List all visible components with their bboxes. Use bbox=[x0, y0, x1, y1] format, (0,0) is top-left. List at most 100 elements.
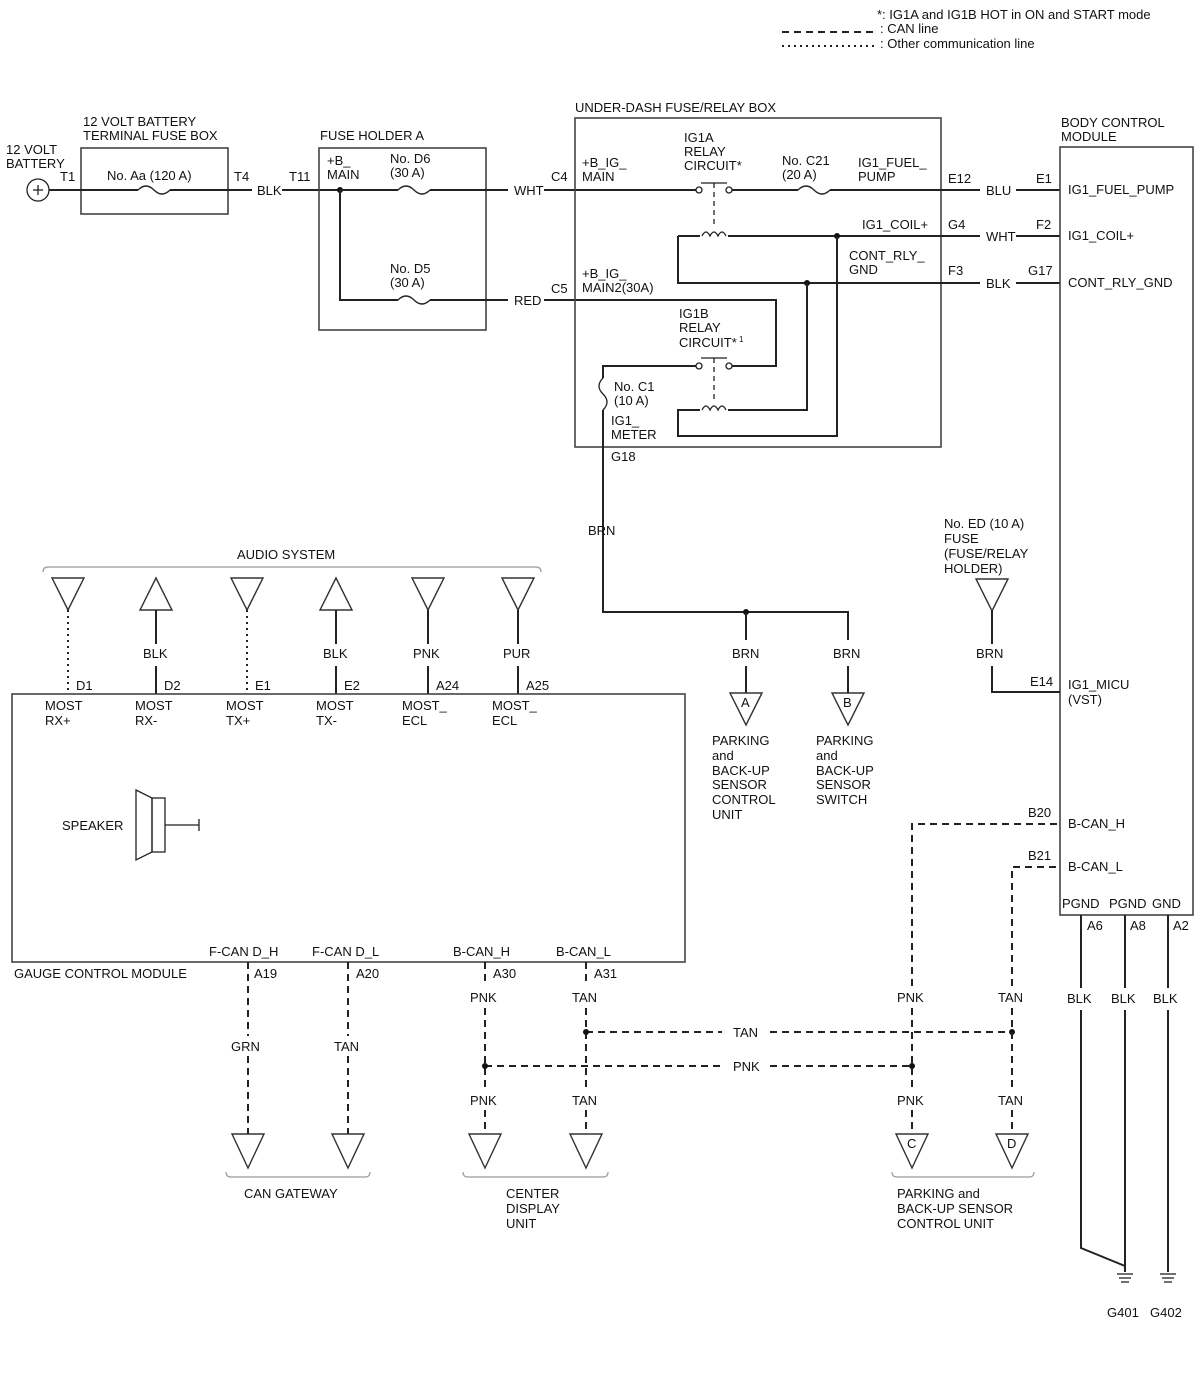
gcm-pin-d1: D1 bbox=[76, 678, 93, 693]
udb-rly-1: CONT_RLY_ bbox=[849, 248, 925, 263]
fuse-ed-connector-icon bbox=[974, 578, 1010, 613]
wire-blu: BLU bbox=[986, 183, 1011, 198]
battery-label-1: 12 VOLT bbox=[6, 142, 57, 157]
ground-g401-icon bbox=[1117, 1273, 1133, 1283]
bcm-gnd-label-1: PGND bbox=[1062, 896, 1100, 911]
wire-brn-ed: BRN bbox=[976, 646, 1003, 661]
fha-bus-2: MAIN bbox=[327, 167, 360, 182]
ground-g401-label: G401 bbox=[1107, 1305, 1139, 1320]
svg-text:MOST: MOST bbox=[135, 698, 173, 713]
svg-text:and: and bbox=[712, 748, 734, 763]
relay-b-1: IG1B bbox=[679, 306, 709, 321]
udb-meter-1: IG1_ bbox=[611, 413, 640, 428]
speaker-icon bbox=[135, 788, 200, 862]
fuse-d6-icon bbox=[397, 185, 431, 195]
wire-pnk-a30: PNK bbox=[470, 990, 497, 1005]
wire-tan-d: TAN bbox=[998, 1093, 1023, 1108]
body-control-module: BODY CONTROL MODULE E1 IG1_FUEL_PUMP F2 … bbox=[1028, 115, 1194, 1320]
bcm-sig-b21: B-CAN_L bbox=[1068, 859, 1123, 874]
connector-a-icon bbox=[728, 692, 764, 727]
bcm-pin-b21: B21 bbox=[1028, 848, 1051, 863]
svg-text:RX-: RX- bbox=[135, 713, 157, 728]
bcm-sig-b20: B-CAN_H bbox=[1068, 816, 1125, 831]
wire-pnk-a24: PNK bbox=[413, 646, 440, 661]
udb-fuel-2: PUMP bbox=[858, 169, 896, 184]
relay-a-2: RELAY bbox=[684, 144, 726, 159]
relay-a-icon bbox=[695, 182, 733, 238]
bcm-sig-e14-2: (VST) bbox=[1068, 692, 1102, 707]
bcm-gnd-label-3: GND bbox=[1152, 896, 1181, 911]
wire-brn-a: BRN bbox=[732, 646, 759, 661]
fuse-c21-1: No. C21 bbox=[782, 153, 830, 168]
audio-connector-d1 bbox=[50, 577, 86, 612]
wire-blk-f3: BLK bbox=[986, 276, 1011, 291]
tfb-title-1: 12 VOLT BATTERY bbox=[83, 114, 197, 129]
wire-blk-a6: BLK bbox=[1067, 991, 1092, 1006]
audio-connector-e1 bbox=[229, 577, 265, 612]
svg-text:SWITCH: SWITCH bbox=[816, 792, 867, 807]
udb-title: UNDER-DASH FUSE/RELAY BOX bbox=[575, 100, 776, 115]
parking-switch-label: PARKING and BACK-UP SENSOR SWITCH bbox=[816, 733, 874, 807]
fha-pin-t11: T11 bbox=[289, 169, 310, 184]
udb-pin-g4: G4 bbox=[948, 217, 965, 232]
terminal-fuse-box: 12 VOLT BATTERY TERMINAL FUSE BOX No. Aa… bbox=[80, 114, 282, 215]
svg-text:TX+: TX+ bbox=[226, 713, 250, 728]
bcm-gnd-label-2: PGND bbox=[1109, 896, 1147, 911]
svg-text:MOST: MOST bbox=[226, 698, 264, 713]
bcm-pin-f2: F2 bbox=[1036, 217, 1051, 232]
ground-g402-label: G402 bbox=[1150, 1305, 1182, 1320]
legend: *: IG1A and IG1B HOT in ON and START mod… bbox=[782, 7, 1151, 51]
bcm-pin-g17: G17 bbox=[1028, 263, 1053, 278]
legend-can-label: : CAN line bbox=[880, 21, 939, 36]
udb-fuel-1: IG1_FUEL_ bbox=[858, 155, 927, 170]
gcm-pin-a20: A20 bbox=[356, 966, 379, 981]
wire-blk-d2: BLK bbox=[143, 646, 168, 661]
svg-text:MOST: MOST bbox=[45, 698, 83, 713]
svg-text:ECL: ECL bbox=[492, 713, 517, 728]
svg-text:and: and bbox=[816, 748, 838, 763]
fuse-c21-icon bbox=[797, 185, 831, 195]
svg-text:CONTROL: CONTROL bbox=[712, 792, 776, 807]
svg-text:PARKING: PARKING bbox=[816, 733, 874, 748]
under-dash-box: UNDER-DASH FUSE/RELAY BOX C4 +B_IG_ MAIN… bbox=[551, 100, 971, 464]
tfb-pin-t4: T4 bbox=[234, 169, 249, 184]
relay-b-icon bbox=[695, 357, 733, 412]
center-display-label-3: UNIT bbox=[506, 1216, 536, 1231]
svg-text:MOST_: MOST_ bbox=[402, 698, 448, 713]
relay-b-sup: 1 bbox=[739, 335, 744, 344]
audio-title: AUDIO SYSTEM bbox=[237, 547, 335, 562]
udb-pin-e12: E12 bbox=[948, 171, 971, 186]
relay-a-1: IG1A bbox=[684, 130, 714, 145]
connector-b-icon bbox=[830, 692, 866, 727]
can-gateway-brace bbox=[225, 1171, 371, 1178]
gcm-sig-bcan-h: B-CAN_H bbox=[453, 944, 510, 959]
fuse-aa-icon bbox=[137, 185, 171, 195]
bcm-pin-a2: A2 bbox=[1173, 918, 1189, 933]
udb-pin-f3: F3 bbox=[948, 263, 963, 278]
audio-connector-e2 bbox=[318, 576, 354, 611]
can-gateway-connector-1 bbox=[230, 1133, 266, 1170]
wire-pnk-bus: PNK bbox=[733, 1059, 760, 1074]
center-display-label-2: DISPLAY bbox=[506, 1201, 560, 1216]
wire-tan-b21: TAN bbox=[998, 990, 1023, 1005]
battery: 12 VOLT BATTERY T1 bbox=[6, 142, 75, 202]
bcm-pin-a8: A8 bbox=[1130, 918, 1146, 933]
battery-label-2: BATTERY bbox=[6, 156, 65, 171]
fuse-c1-2: (10 A) bbox=[614, 393, 649, 408]
fha-box bbox=[318, 147, 487, 331]
speaker-label: SPEAKER bbox=[62, 818, 123, 833]
svg-text:ECL: ECL bbox=[402, 713, 427, 728]
gcm-pin-a24: A24 bbox=[436, 678, 459, 693]
udb-pin-c4: C4 bbox=[551, 169, 568, 184]
svg-text:PARKING: PARKING bbox=[712, 733, 770, 748]
legend-note: *: IG1A and IG1B HOT in ON and START mod… bbox=[877, 7, 1151, 22]
bcm-pin-e14: E14 bbox=[1030, 674, 1053, 689]
gcm-pin-a30: A30 bbox=[493, 966, 516, 981]
svg-text:BACK-UP: BACK-UP bbox=[816, 763, 874, 778]
fuse-d6-2: (30 A) bbox=[390, 165, 425, 180]
gcm-pin-d2: D2 bbox=[164, 678, 181, 693]
wire-pnk-cdu: PNK bbox=[470, 1093, 497, 1108]
gcm-sig-bcan-l: B-CAN_L bbox=[556, 944, 611, 959]
udb-bus-c4-2: MAIN bbox=[582, 169, 615, 184]
udb-rly-2: GND bbox=[849, 262, 878, 277]
